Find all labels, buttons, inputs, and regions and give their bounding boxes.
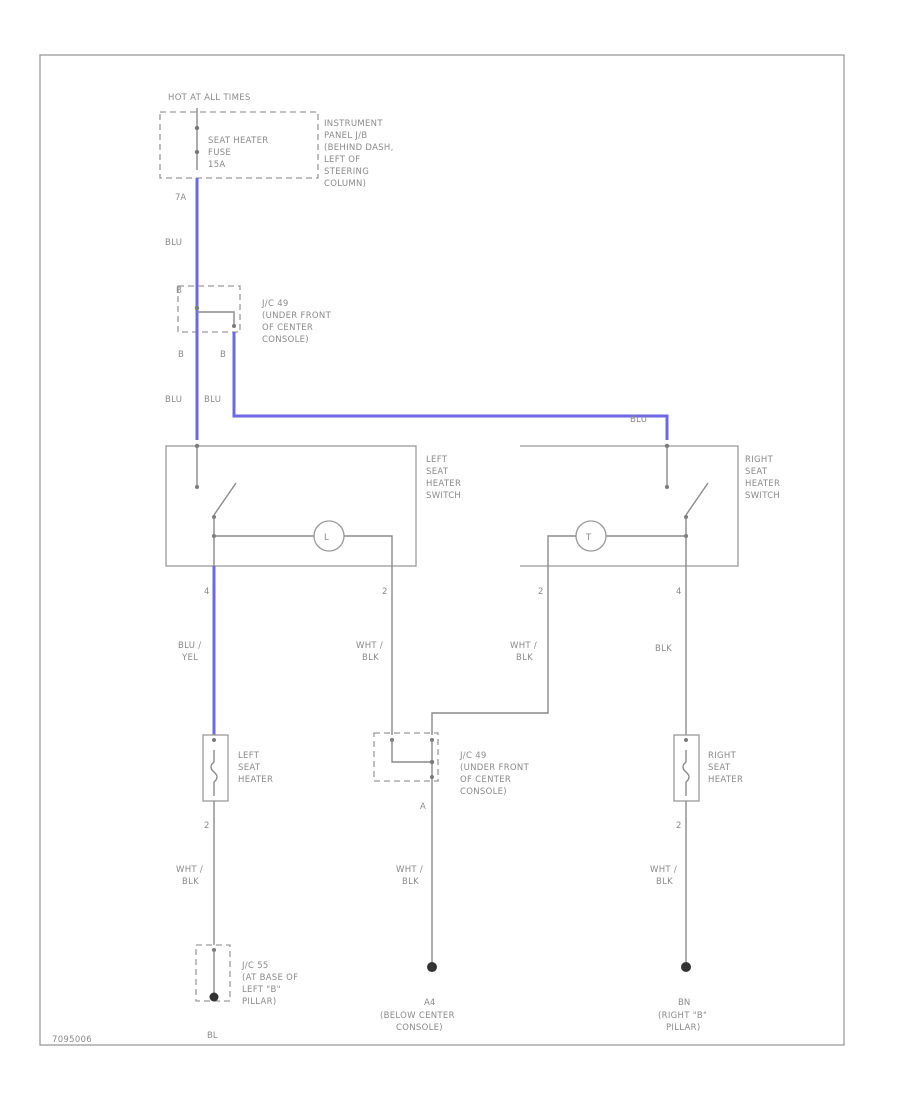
jc-bottom-name-2: (UNDER FRONT (460, 763, 530, 773)
left-switch-name-4: SWITCH (426, 491, 461, 501)
wire-right-feed-color: BLU (630, 415, 647, 425)
center-ground-icon (427, 962, 437, 972)
left-heater-name-2: SEAT (238, 763, 261, 773)
left-seat-heater-switch: L LEFT SEAT HEATER SWITCH 4 2 (165, 443, 461, 597)
left-switch-indicator-icon (313, 520, 345, 552)
wire-left-gnd-color-1: WHT / (176, 865, 203, 875)
wire-right-gnd-color-2: BLK (656, 877, 673, 887)
fuse-name-1: SEAT HEATER (208, 136, 269, 146)
jc-bottom-name-4: CONSOLE) (460, 787, 507, 797)
jc-bottom-name-3: OF CENTER (460, 775, 511, 785)
fuse-location-1: INSTRUMENT (324, 119, 383, 129)
left-heater-element-icon (210, 750, 218, 796)
right-switch-name-3: HEATER (745, 479, 780, 489)
right-seat-heater: RIGHT SEAT HEATER 2 (673, 734, 743, 831)
left-switch-pin-out: 4 (204, 587, 209, 597)
jc-top-pin-in: B (176, 286, 182, 296)
wire-right-illum-color-1: WHT / (510, 641, 537, 651)
center-ground-location-2: CONSOLE) (396, 1023, 443, 1033)
left-switch-name-2: SEAT (426, 467, 449, 477)
jc-left-gnd-name-2: (AT BASE OF (242, 973, 298, 983)
wire-fuse-to-jc-color: BLU (165, 238, 182, 248)
right-ground-location-1: (RIGHT "B" (658, 1011, 707, 1021)
wire-center-gnd-color-1: WHT / (396, 865, 423, 875)
fuse-name-3: 15A (208, 160, 226, 170)
jc-bottom-name-1: J/C 49 (459, 751, 487, 761)
center-ground-location-1: (BELOW CENTER (380, 1011, 455, 1021)
right-ground: BN (RIGHT "B" PILLAR) (658, 962, 707, 1033)
left-seat-heater: LEFT SEAT HEATER 2 (202, 734, 273, 831)
wire-right-heater-color: BLK (655, 644, 672, 654)
right-ground-id: BN (678, 998, 690, 1008)
jc-left-gnd-name-3: LEFT "B" (242, 985, 281, 995)
wire-right-gnd-color-1: WHT / (650, 865, 677, 875)
right-switch-pin-out: 4 (676, 587, 681, 597)
left-heater-name-1: LEFT (238, 751, 260, 761)
left-switch-pin-illum: 2 (382, 587, 387, 597)
diagram-id: 7095006 (52, 1035, 92, 1045)
fuse-pin: 7A (175, 193, 186, 203)
svg-text:T: T (585, 533, 592, 543)
right-heater-name-1: RIGHT (708, 751, 737, 761)
wire-right-illum-color-2: BLK (516, 653, 533, 663)
wire-jc-to-right-color: BLU (204, 395, 221, 405)
jc-top-pin-right: B (220, 350, 226, 360)
seat-heater-fuse: HOT AT ALL TIMES SEAT HEATER FUSE 15A IN… (159, 93, 394, 203)
jc-bottom-pin-out: A (420, 802, 426, 812)
fuse-header: HOT AT ALL TIMES (168, 93, 251, 103)
right-heater-name-3: HEATER (708, 775, 743, 785)
wire-left-illum-color-1: WHT / (356, 641, 383, 651)
wire-right-switch-illum (431, 566, 549, 735)
fuse-location-2: PANEL J/B (324, 131, 367, 141)
jc-top-name-3: OF CENTER (262, 323, 313, 333)
jc-top-name-1: J/C 49 (261, 299, 289, 309)
junction-connector-left-ground: J/C 55 (AT BASE OF LEFT "B" PILLAR) BL (195, 944, 298, 1041)
left-heater-name-3: HEATER (238, 775, 273, 785)
right-heater-name-2: SEAT (708, 763, 731, 773)
right-ground-icon (681, 962, 691, 972)
right-switch-name-4: SWITCH (745, 491, 780, 501)
right-switch-pin-illum: 2 (538, 587, 543, 597)
wire-left-gnd-color-2: BLK (182, 877, 199, 887)
fuse-location-6: COLUMN) (324, 179, 366, 189)
right-heater-pin: 2 (676, 821, 681, 831)
right-heater-element-icon (682, 750, 690, 796)
wire-left-illum-color-2: BLK (362, 653, 379, 663)
jc-left-gnd-name-1: J/C 55 (241, 961, 269, 971)
center-ground: A4 (BELOW CENTER CONSOLE) (380, 962, 455, 1033)
jc-top-pin-left: B (178, 350, 184, 360)
center-ground-id: A4 (424, 998, 435, 1008)
wire-left-heater-color-2: YEL (181, 653, 198, 663)
left-ground-icon (209, 992, 219, 1002)
junction-connector-top: B J/C 49 (UNDER FRONT OF CENTER CONSOLE)… (176, 285, 332, 440)
right-switch-name-1: RIGHT (745, 455, 774, 465)
wire-jc-to-right-switch (232, 332, 669, 440)
fuse-location-5: STEERING (324, 167, 369, 177)
junction-connector-bottom: J/C 49 (UNDER FRONT OF CENTER CONSOLE) A (373, 732, 530, 812)
jc-top-name-4: CONSOLE) (262, 335, 309, 345)
right-switch-name-2: SEAT (745, 467, 768, 477)
left-heater-pin: 2 (204, 821, 209, 831)
fuse-name-2: FUSE (208, 148, 231, 158)
right-ground-location-2: PILLAR) (666, 1023, 700, 1033)
fuse-location-3: (BEHIND DASH, (324, 143, 394, 153)
jc-top-name-2: (UNDER FRONT (262, 311, 332, 321)
wire-center-gnd-color-2: BLK (402, 877, 419, 887)
svg-text:L: L (324, 533, 329, 543)
jc-left-gnd-name-4: PILLAR) (242, 997, 276, 1007)
fuse-location-4: LEFT OF (324, 155, 360, 165)
left-switch-name-3: HEATER (426, 479, 461, 489)
left-switch-name-1: LEFT (426, 455, 448, 465)
right-seat-heater-switch: T RIGHT SEAT HEATER SWITCH 4 2 (520, 443, 780, 597)
left-ground-id: BL (207, 1031, 218, 1041)
wire-jc-to-left-color: BLU (165, 395, 182, 405)
wire-left-heater-color-1: BLU / (178, 641, 201, 651)
diagram-frame (39, 54, 845, 1046)
